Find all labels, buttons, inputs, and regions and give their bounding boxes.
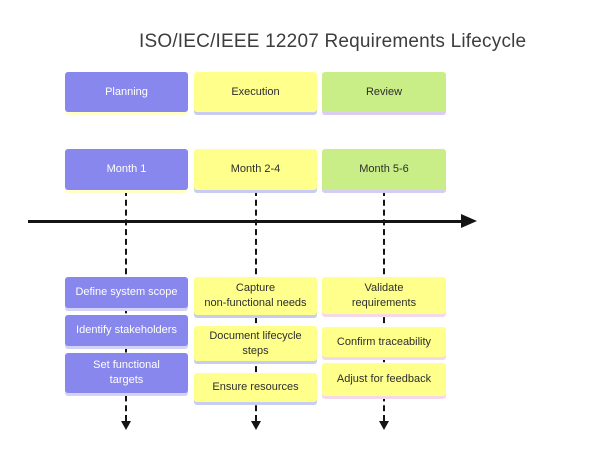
month-box-1: Month 1 bbox=[65, 149, 188, 190]
down-arrowhead-icon bbox=[379, 421, 389, 430]
phase-box-planning: Planning bbox=[65, 72, 188, 112]
task-box-adjust-for-feedback: Adjust for feedback bbox=[322, 363, 446, 396]
task-box-confirm-traceability: Confirm traceability bbox=[322, 327, 446, 357]
task-box-capture-non-functional-needs: Capture non-functional needs bbox=[194, 277, 317, 315]
task-box-document-lifecycle-steps: Document lifecycle steps bbox=[194, 326, 317, 361]
phase-box-execution: Execution bbox=[194, 72, 317, 112]
month-box-5-6: Month 5-6 bbox=[322, 149, 446, 190]
down-arrowhead-icon bbox=[121, 421, 131, 430]
right-arrowhead-icon bbox=[461, 214, 477, 228]
task-box-identify-stakeholders: Identify stakeholders bbox=[65, 315, 188, 346]
page-title: ISO/IEC/IEEE 12207 Requirements Lifecycl… bbox=[139, 31, 527, 52]
task-box-set-functional-targets: Set functional targets bbox=[65, 353, 188, 393]
task-box-validate-requirements: Validate requirements bbox=[322, 277, 446, 314]
timeline-axis bbox=[28, 220, 463, 223]
task-box-define-system-scope: Define system scope bbox=[65, 277, 188, 308]
phase-box-review: Review bbox=[322, 72, 446, 112]
down-arrowhead-icon bbox=[251, 421, 261, 430]
month-box-2-4: Month 2-4 bbox=[194, 149, 317, 190]
task-box-ensure-resources: Ensure resources bbox=[194, 373, 317, 402]
